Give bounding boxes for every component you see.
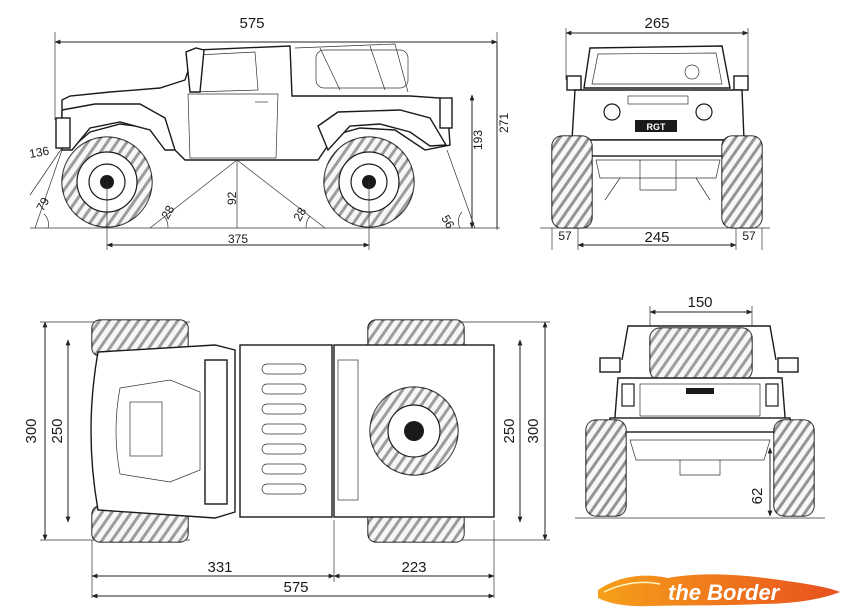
rear-taillight-left bbox=[621, 383, 635, 407]
front-tire-left-label: 57 bbox=[558, 229, 572, 243]
top-front-section-label: 331 bbox=[207, 559, 232, 576]
front-headlight-left bbox=[603, 103, 621, 121]
departure-angle-label: 56 bbox=[438, 213, 457, 232]
departure-arc bbox=[458, 211, 463, 229]
top-cab-roof bbox=[239, 344, 333, 518]
rear-tire-height-label: 62 bbox=[749, 488, 766, 505]
top-inner-width-label-left: 250 bbox=[49, 418, 66, 443]
top-bed-rack bbox=[337, 359, 359, 501]
front-headlight-right bbox=[695, 103, 713, 121]
side-rear-bumper bbox=[439, 97, 453, 129]
rear-spare-tire bbox=[649, 327, 753, 381]
front-width-label: 265 bbox=[644, 15, 669, 32]
rear-view: 150 62 bbox=[575, 294, 825, 519]
front-view: 265 RGT 245 57 57 bbox=[540, 15, 770, 250]
rear-bumper bbox=[609, 417, 791, 433]
front-axle bbox=[595, 159, 721, 201]
front-track-label: 245 bbox=[644, 229, 669, 246]
side-overall-height-label: 271 bbox=[497, 113, 511, 133]
top-hood bbox=[90, 344, 236, 519]
front-mirror-left bbox=[566, 75, 582, 91]
wheelbase-label: 375 bbox=[228, 232, 248, 246]
approach-arc bbox=[43, 213, 49, 229]
bumper-angle-line bbox=[29, 147, 63, 196]
rear-mirror-left bbox=[599, 357, 621, 373]
side-view: 575 193 271 bbox=[28, 15, 511, 250]
rear-taillight-right bbox=[765, 383, 779, 407]
front-tire-right-label: 57 bbox=[742, 229, 756, 243]
front-bumper bbox=[579, 139, 737, 157]
side-rear-fender bbox=[317, 109, 448, 152]
side-overall-length-label: 575 bbox=[239, 15, 264, 32]
approach-angle-line bbox=[34, 149, 63, 229]
front-badge-text: RGT bbox=[647, 122, 667, 132]
side-spare-tire-rack bbox=[315, 49, 409, 89]
side-body-height-label: 193 bbox=[471, 130, 485, 150]
rear-spare-width-label: 150 bbox=[687, 294, 712, 311]
rear-tire-right bbox=[773, 419, 815, 517]
breakover-rear-label: 28 bbox=[290, 205, 309, 224]
rear-mirror-right bbox=[777, 357, 799, 373]
top-spare-tire bbox=[369, 386, 459, 476]
the-border-logo: the Border bbox=[598, 574, 840, 607]
top-overall-width-label-right: 300 bbox=[525, 418, 542, 443]
front-tire-right bbox=[721, 135, 763, 229]
top-inner-width-label-right: 250 bbox=[501, 418, 518, 443]
front-cab bbox=[583, 45, 731, 89]
front-mirror-right bbox=[733, 75, 749, 91]
front-driver-figure bbox=[684, 64, 700, 80]
ground-clearance-label: 92 bbox=[225, 191, 239, 205]
top-view: 300 250 250 300 bbox=[23, 319, 550, 599]
flame-highlight bbox=[603, 581, 661, 593]
top-hood-vent bbox=[129, 401, 163, 457]
top-windshield-frame bbox=[204, 359, 228, 505]
side-front-bumper bbox=[55, 117, 71, 149]
top-overall-length-label: 575 bbox=[283, 579, 308, 596]
side-snorkel bbox=[185, 47, 205, 93]
breakover-arc-front bbox=[163, 215, 169, 229]
breakover-arc-rear bbox=[305, 215, 311, 229]
flame-shape bbox=[598, 574, 840, 607]
rear-tire-left bbox=[585, 419, 627, 517]
front-body bbox=[571, 89, 745, 141]
front-badge bbox=[635, 120, 677, 132]
side-door bbox=[187, 93, 279, 159]
departure-angle-line bbox=[446, 149, 476, 229]
logo-text: the Border bbox=[668, 580, 781, 605]
side-front-fender bbox=[61, 103, 176, 151]
top-rear-section-label: 223 bbox=[401, 559, 426, 576]
breakover-front-label: 28 bbox=[158, 203, 177, 222]
breakover-line-rear bbox=[236, 159, 326, 229]
top-hood-scoop bbox=[115, 379, 201, 483]
front-tire-left bbox=[551, 135, 593, 229]
front-light-bar bbox=[627, 95, 689, 105]
rear-tailgate bbox=[639, 383, 761, 417]
approach-angle-label: 79 bbox=[33, 195, 52, 214]
side-roll-cage bbox=[294, 43, 409, 93]
top-overall-width-label-left: 300 bbox=[23, 418, 40, 443]
rear-tailgate-handle bbox=[686, 388, 714, 394]
top-roof-slots bbox=[261, 363, 307, 495]
bumper-angle-label: 136 bbox=[28, 144, 50, 161]
rear-axle bbox=[629, 439, 771, 476]
front-windshield bbox=[591, 52, 723, 85]
